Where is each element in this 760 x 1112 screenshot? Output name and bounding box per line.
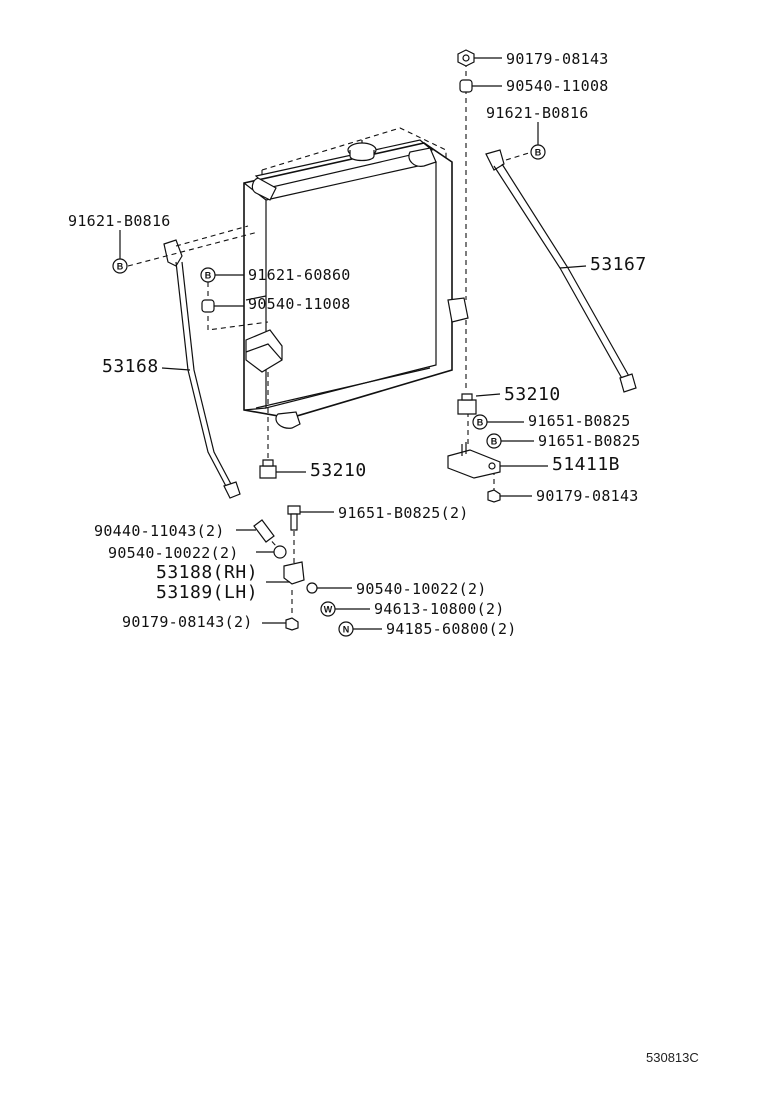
label-90440-11043-2: 90440-11043(2) <box>94 522 225 540</box>
svg-text:B: B <box>117 262 124 272</box>
label-53210-right: 53210 <box>504 384 561 405</box>
label-90540-11008-mid: 90540-11008 <box>248 295 351 313</box>
svg-text:B: B <box>477 418 484 428</box>
collar-icon <box>253 519 275 543</box>
reference-code: 530813C <box>646 1050 699 1065</box>
cushion-icon <box>259 459 277 479</box>
label-91651-b0825-b: 91651-B0825 <box>538 432 641 450</box>
leader-lines <box>119 57 587 630</box>
cushion-icon <box>201 299 215 313</box>
washer-badge: W <box>320 601 336 617</box>
label-53189-lh: 53189(LH) <box>156 582 258 603</box>
label-53168: 53168 <box>102 356 159 377</box>
nut-icon <box>285 617 299 631</box>
label-90179-08143-2: 90179-08143(2) <box>122 613 253 631</box>
svg-text:W: W <box>324 605 333 615</box>
svg-text:B: B <box>535 148 542 158</box>
nut-icon <box>487 489 501 503</box>
radiator-cap <box>347 140 377 162</box>
nut-icon <box>457 49 475 67</box>
cushion-icon <box>306 582 318 594</box>
cushion-icon <box>273 545 287 559</box>
label-90179-08143-top: 90179-08143 <box>506 50 609 68</box>
svg-text:N: N <box>343 625 350 635</box>
cushion-icon <box>459 79 473 93</box>
label-91621-b0816-right: 91621-B0816 <box>486 104 589 122</box>
label-53210-left: 53210 <box>310 460 367 481</box>
bolt-badge: B <box>530 144 546 160</box>
label-91621-b0816-left: 91621-B0816 <box>68 212 171 230</box>
bolt-badge: B <box>486 433 502 449</box>
label-94185-60800-2: 94185-60800(2) <box>386 620 517 638</box>
label-90540-11008-top: 90540-11008 <box>506 77 609 95</box>
label-91621-60860: 91621-60860 <box>248 266 351 284</box>
svg-text:B: B <box>491 437 498 447</box>
bolt-badge: B <box>112 258 128 274</box>
bolt-badge: B <box>472 414 488 430</box>
cushion-icon <box>457 393 477 415</box>
label-53167: 53167 <box>590 254 647 275</box>
label-94613-10800-2: 94613-10800(2) <box>374 600 505 618</box>
support-rod-left <box>163 239 241 499</box>
label-91651-b0825-2: 91651-B0825(2) <box>338 504 469 522</box>
bracket-icon <box>447 442 501 479</box>
label-90179-08143-right: 90179-08143 <box>536 487 639 505</box>
svg-text:B: B <box>205 271 212 281</box>
label-53188-rh: 53188(RH) <box>156 562 258 583</box>
label-51411b: 51411B <box>552 454 620 475</box>
radiator-core <box>243 127 469 429</box>
label-91651-b0825-a: 91651-B0825 <box>528 412 631 430</box>
bolt-icon <box>287 505 301 531</box>
bolt-badge: B <box>200 267 216 283</box>
alignment-lines <box>127 62 533 616</box>
label-90540-10022-2-left: 90540-10022(2) <box>108 544 239 562</box>
label-90540-10022-2-right: 90540-10022(2) <box>356 580 487 598</box>
bracket-icon <box>283 561 305 585</box>
nut-badge: N <box>338 621 354 637</box>
